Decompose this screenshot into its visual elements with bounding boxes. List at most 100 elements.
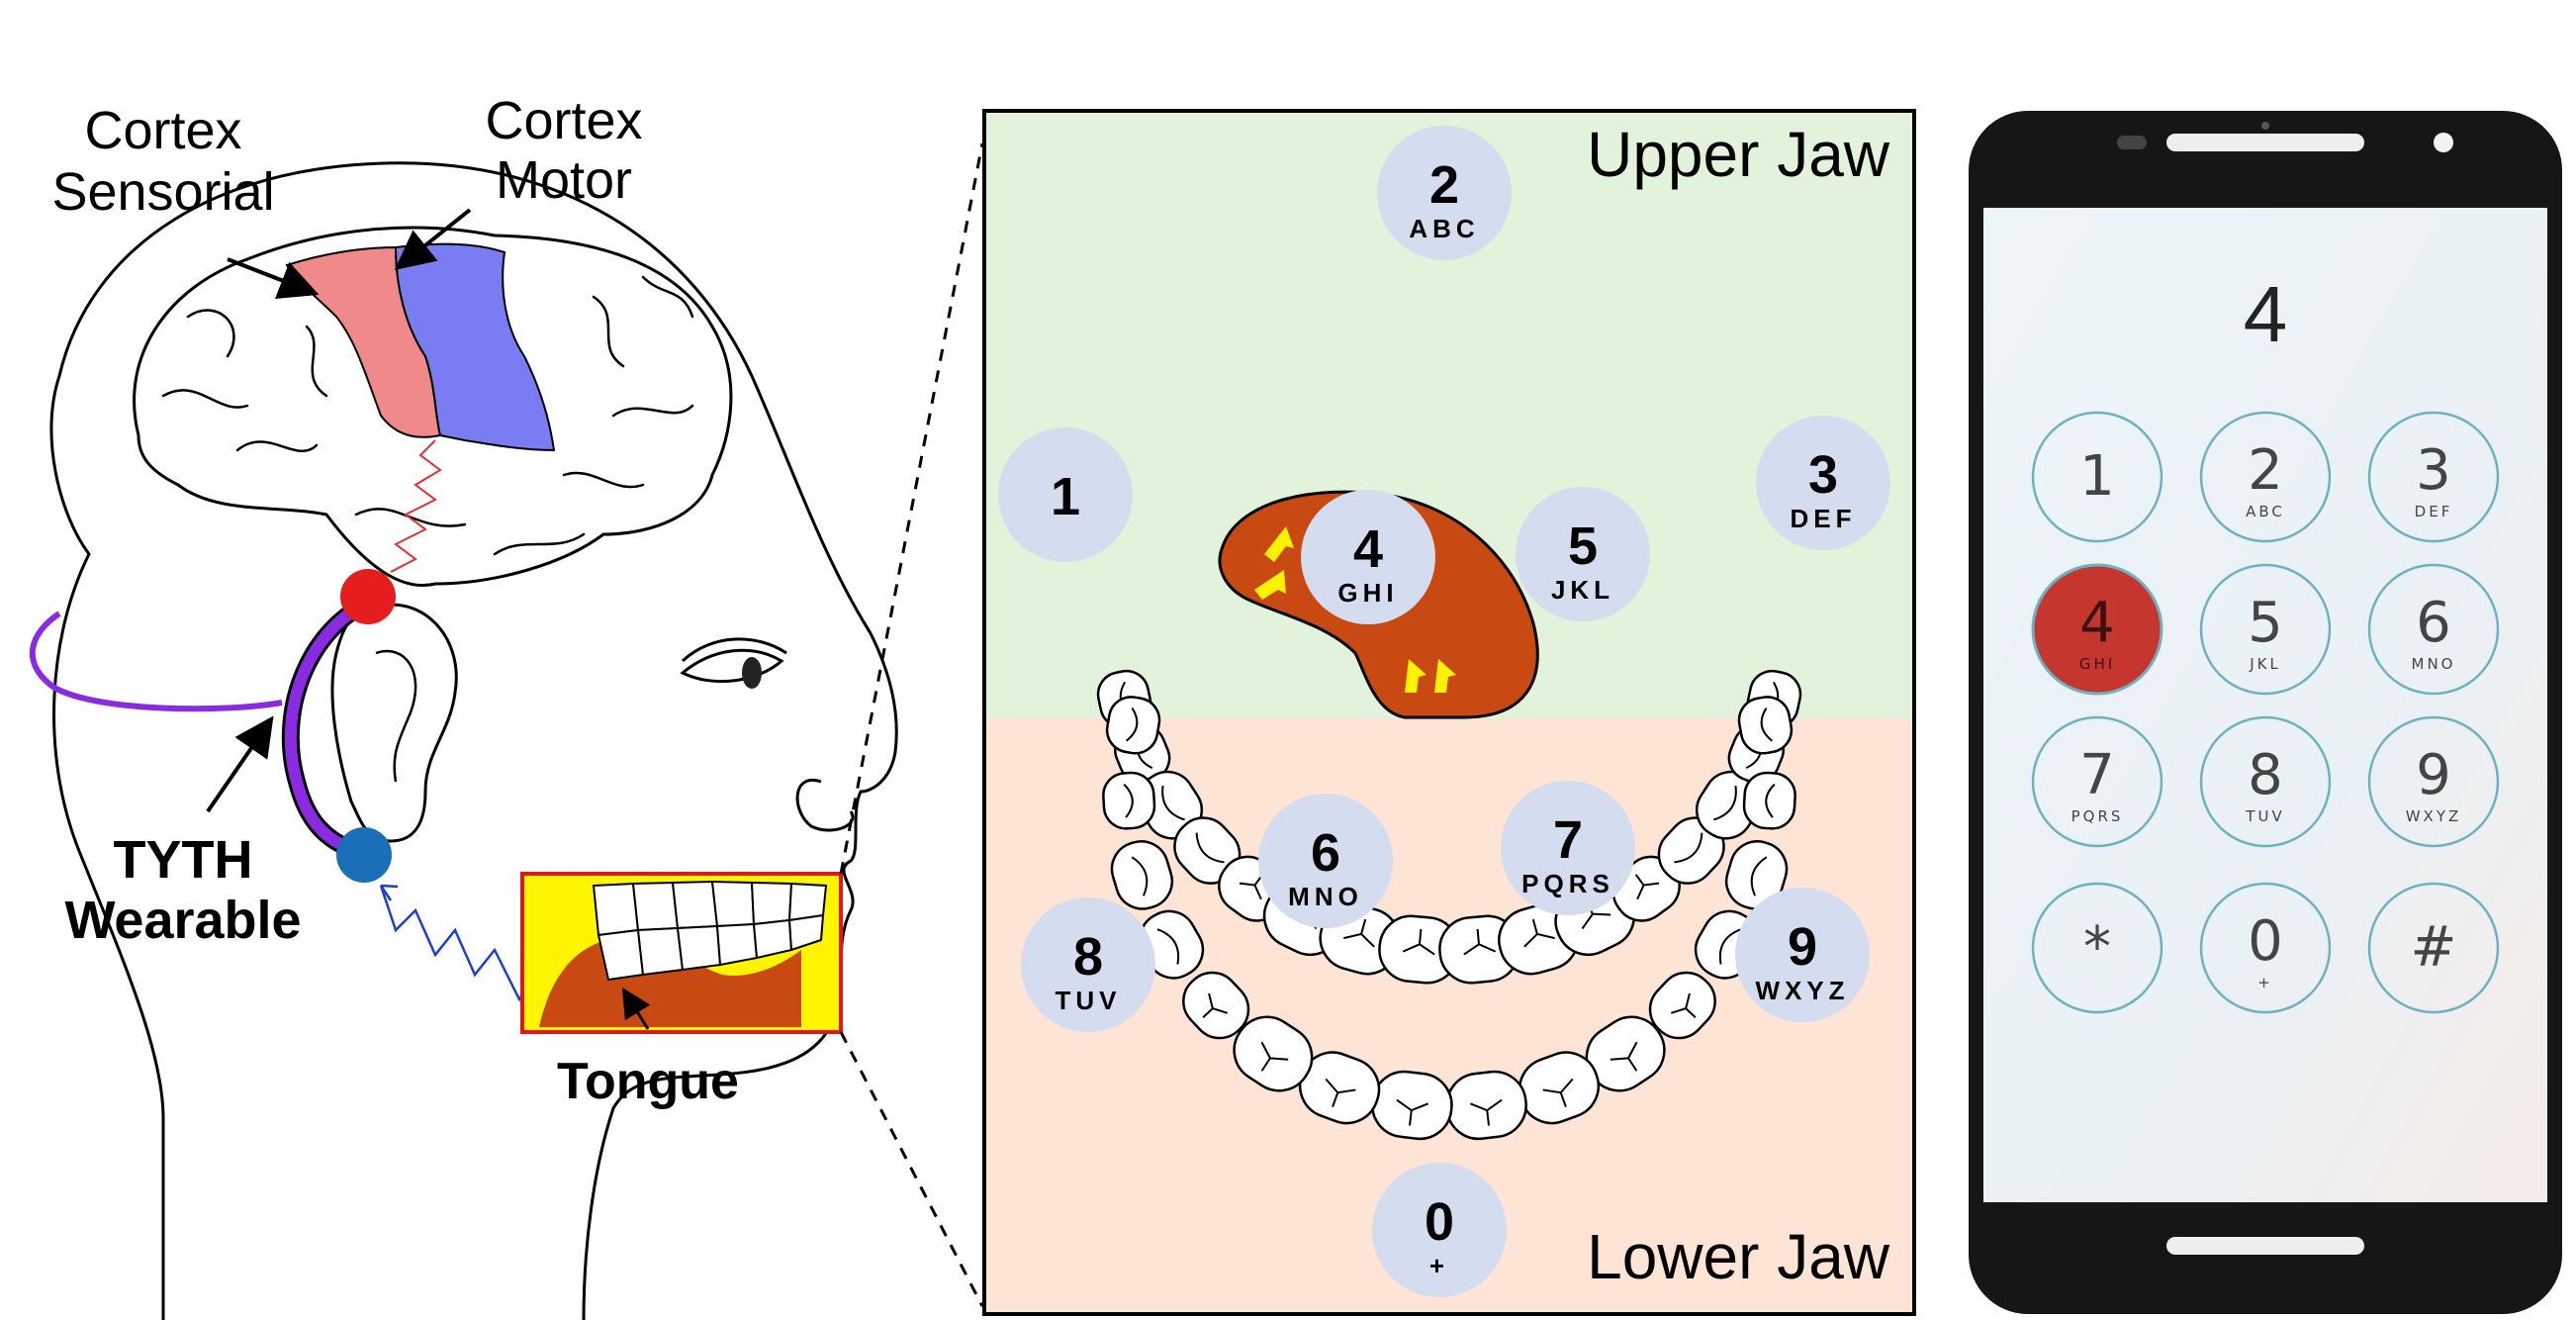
tooth (1110, 840, 1174, 910)
jaw-key-digit: 9 (1788, 917, 1817, 977)
head-panel: Cortex Sensorial Cortex Motor TYTH Weara… (29, 91, 898, 1320)
jaw-map-panel: Upper Jaw Lower Jaw 12ABC3DEF4GHI5JKL6MN… (982, 109, 1916, 1316)
jaw-key-letters: WXYZ (1755, 976, 1849, 1005)
phone-key-digit: 5 (2248, 591, 2283, 655)
cortex-sensorial-label-2: Sensorial (51, 162, 274, 222)
jaw-key-letters: + (1429, 1251, 1449, 1280)
jaw-key-digit: 4 (1353, 519, 1383, 579)
phone-key-star[interactable]: * (2031, 882, 2163, 1014)
phone-key-digit: 9 (2416, 743, 2451, 807)
wearable-headband (29, 611, 283, 712)
ear (330, 603, 458, 843)
tooth (1724, 840, 1789, 910)
phone-dial-display: 4 (2244, 270, 2288, 358)
zoom-line-top (839, 142, 984, 875)
phone-earpiece-left (2117, 136, 2147, 149)
wearable-label: Wearable (64, 891, 301, 950)
jaw-key-letters: GHI (1337, 578, 1398, 608)
tooth (1105, 696, 1161, 755)
zoom-line-bottom (839, 1031, 984, 1307)
phone-earpiece (2166, 134, 2364, 151)
phone-key-letters: + (2257, 974, 2273, 991)
tooth (1657, 816, 1725, 885)
phone-key-digit: # (2411, 915, 2457, 980)
jaw-key-digit: 2 (1429, 155, 1459, 215)
jaw-key-0: 0+ (1372, 1163, 1507, 1297)
tooth (1737, 696, 1794, 755)
motor-cortex-region (394, 242, 556, 452)
neural-signal-line (390, 439, 442, 573)
jaw-key-letters: ABC (1409, 214, 1479, 243)
tongue-pressure-arrows (1254, 526, 1456, 693)
jaw-key-digit: 6 (1311, 823, 1340, 883)
eye (680, 637, 787, 689)
jaw-key-letters: JKL (1551, 575, 1614, 605)
jaw-key-digit: 5 (1568, 517, 1598, 576)
phone-key-1[interactable]: 1 (2031, 411, 2163, 543)
jaw-key-letters: DEF (1791, 504, 1857, 533)
phone-key-digit: 1 (2079, 444, 2115, 509)
tongue-inset (520, 872, 843, 1034)
phone-key-letters: JKL (2249, 655, 2281, 673)
phone-camera (2434, 133, 2453, 152)
cortex-sensorial-label-1: Cortex (84, 101, 241, 160)
jaw-key-digit: 1 (1051, 467, 1080, 526)
jaw-key-letters: PQRS (1521, 869, 1614, 898)
phone-key-digit: 3 (2416, 438, 2451, 503)
phone-key-letters: ABC (2246, 503, 2285, 520)
tyth-label: TYTH (114, 830, 253, 890)
wearable-bottom-sensor (336, 827, 392, 883)
phone-key-letters: GHI (2079, 655, 2115, 673)
phone-key-digit: 4 (2079, 591, 2115, 655)
jaw-key-1: 1 (998, 427, 1133, 562)
phone-home-bar (2166, 1237, 2364, 1255)
cortex-motor-label-2: Motor (496, 150, 632, 210)
tooth (1233, 1015, 1314, 1092)
brain (133, 226, 733, 587)
phone-screen (1983, 208, 2547, 1202)
jaw-key-digit: 8 (1073, 927, 1103, 987)
tongue-label: Tongue (557, 1053, 739, 1110)
phone-key-letters: TUV (2245, 807, 2284, 825)
jaw-key-digit: 0 (1425, 1192, 1454, 1252)
tooth (1742, 771, 1796, 830)
tooth (1102, 771, 1156, 830)
cortex-motor-label-1: Cortex (485, 91, 642, 150)
tooth (1648, 971, 1716, 1040)
phone-key-digit: 0 (2248, 909, 2283, 974)
jaw-key-digit: 7 (1553, 810, 1583, 870)
jaw-key-letters: MNO (1288, 882, 1363, 911)
phone-key-letters: DEF (2415, 503, 2453, 520)
upper-jaw-title: Upper Jaw (1587, 119, 1890, 190)
phone-key-letters: MNO (2412, 655, 2456, 673)
phone-key-digit: * (2083, 915, 2111, 980)
lower-teeth-arch (1102, 696, 1796, 1141)
phone-key-letters: PQRS (2071, 807, 2124, 825)
teeth-illustration (592, 880, 828, 982)
phone-key-hash[interactable]: # (2367, 882, 2500, 1014)
wearable-top-sensor (340, 569, 396, 624)
phone-sensor (2261, 122, 2269, 130)
tooth (1518, 1051, 1601, 1125)
phone-key-0[interactable]: 0+ (2199, 882, 2332, 1014)
phone-key-letters: WXYZ (2406, 807, 2462, 825)
